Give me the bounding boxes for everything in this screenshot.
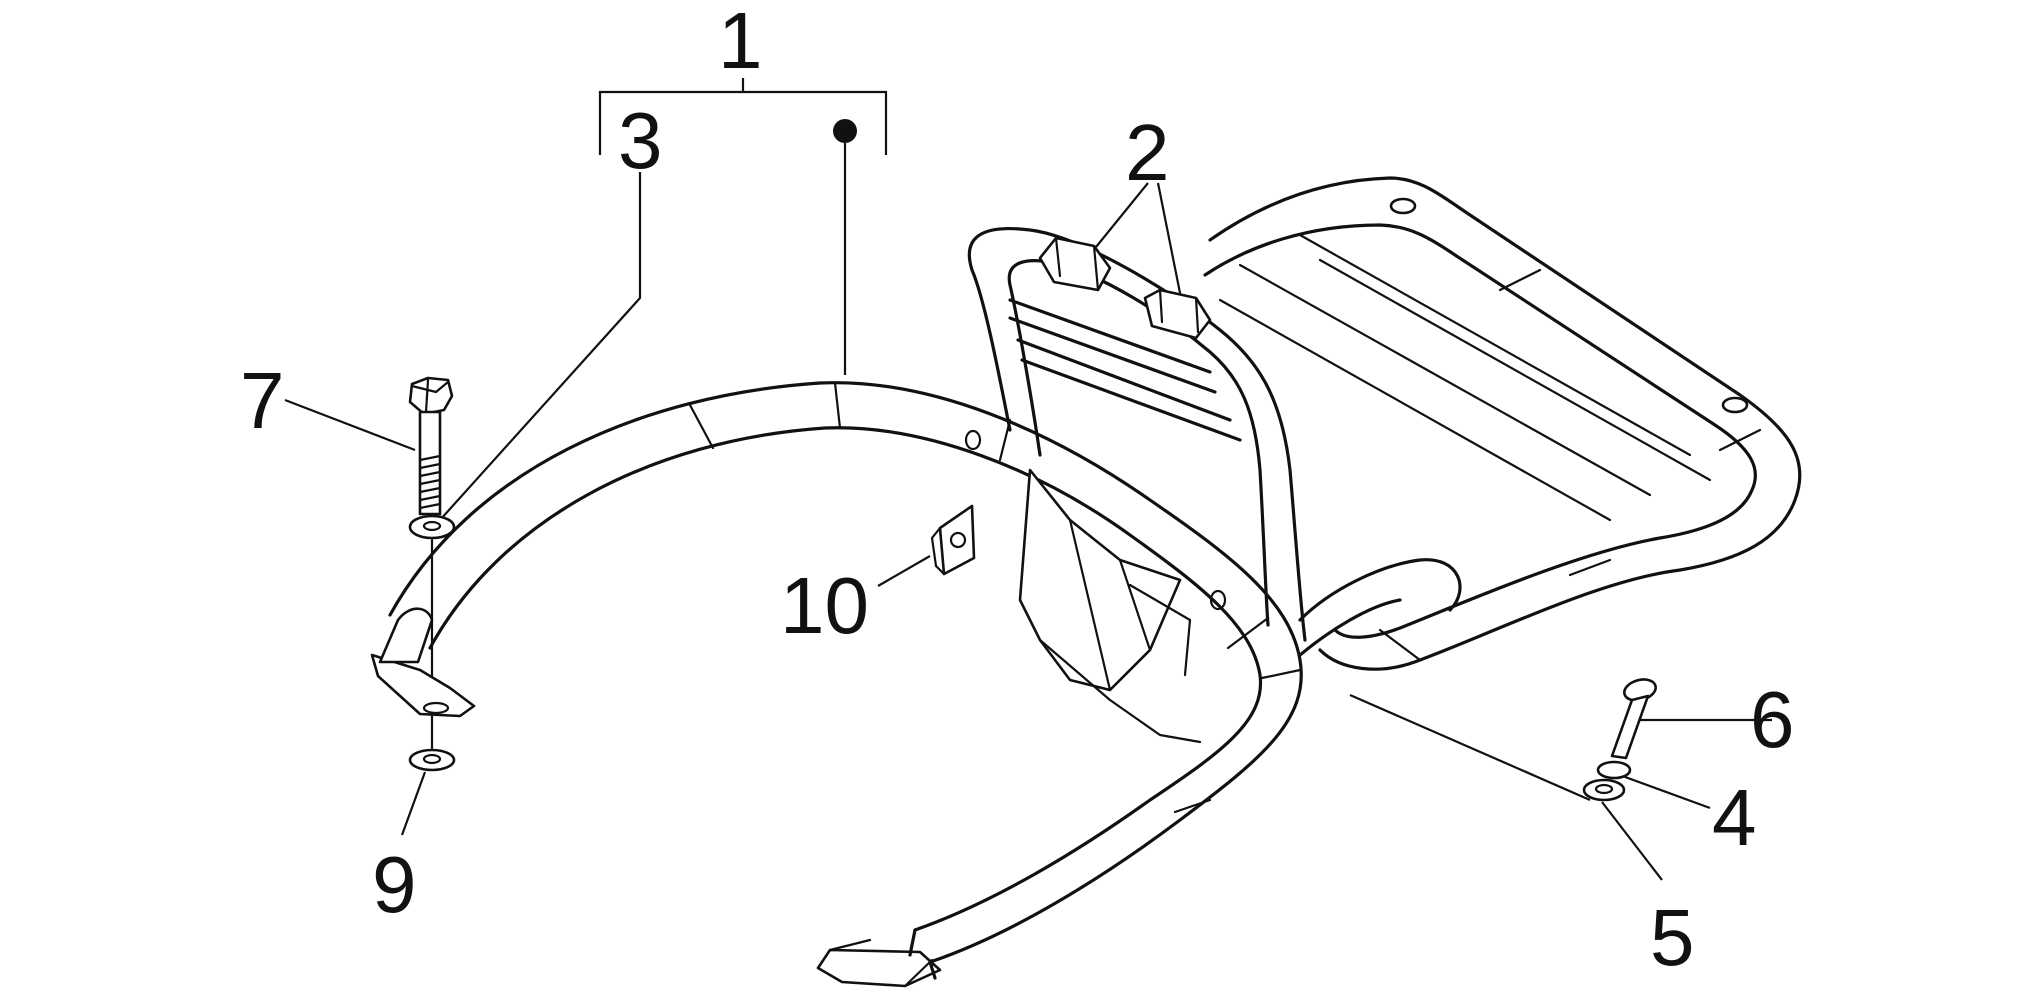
callout-6: 6 — [1750, 675, 1795, 764]
leader-2 — [1095, 182, 1184, 304]
bolt-assembly-right — [1582, 678, 1657, 802]
lower-washer — [408, 748, 456, 772]
assembly-marker-dot — [833, 119, 857, 143]
callout-labels: 1 3 2 7 10 9 6 4 5 — [240, 0, 1795, 982]
leader-lines — [284, 78, 1772, 881]
leader-5 — [1601, 801, 1663, 881]
callout-1: 1 — [718, 0, 763, 85]
left-mount-tab — [370, 607, 476, 718]
callout-5: 5 — [1650, 893, 1695, 982]
rack-slat — [1298, 233, 1692, 457]
leader-10 — [877, 555, 931, 587]
rack-slat — [1238, 263, 1652, 497]
mounting-bracket — [1018, 468, 1182, 692]
leader-rack-fixing — [1349, 693, 1591, 802]
callout-3: 3 — [618, 96, 663, 185]
main-tube-inner — [428, 426, 1263, 932]
leader-3 — [439, 172, 642, 521]
callout-9: 9 — [372, 840, 417, 929]
rear-handle-outer — [967, 226, 1307, 642]
main-tube-outer — [388, 381, 1303, 964]
group-bracket — [598, 78, 888, 155]
clamp-upper — [1038, 236, 1112, 292]
rack-slat — [1318, 258, 1712, 482]
callout-7: 7 — [240, 356, 285, 445]
leader-9 — [400, 771, 427, 836]
upper-washer — [408, 514, 456, 540]
leader-7 — [284, 398, 416, 452]
callout-2: 2 — [1125, 108, 1170, 197]
callout-4: 4 — [1712, 773, 1757, 862]
clip-nut — [930, 504, 976, 576]
rack-slat — [1218, 298, 1612, 522]
washer-5 — [1582, 778, 1626, 802]
rack-platform-outer — [1208, 176, 1802, 671]
bolt-assembly-left — [408, 376, 456, 772]
front-foot — [816, 948, 942, 988]
rear-rack-frame — [388, 176, 1802, 988]
washer-4 — [1596, 760, 1632, 780]
rack-platform-inner — [1203, 223, 1757, 639]
clamp-lower — [1143, 288, 1212, 340]
callout-10: 10 — [780, 561, 869, 650]
